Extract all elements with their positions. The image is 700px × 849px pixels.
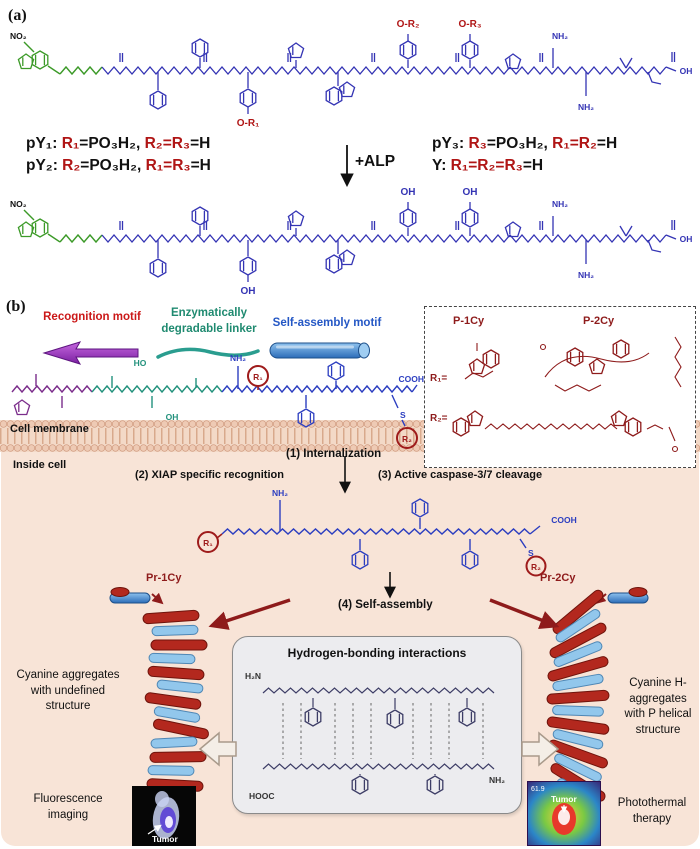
or3-label: O-R₃ (459, 19, 482, 30)
fluorescence-mouse-image: Tumor (132, 786, 196, 846)
panel-b-label: (b) (6, 298, 26, 315)
cleaved-peptide-structure: NH₂ COOH S R₁ R₂ (197, 488, 577, 577)
cooh-label: COOH (399, 374, 425, 384)
assembly-segment (221, 361, 418, 428)
no2-label: NO₂ (10, 31, 27, 41)
oh-end-label: OH (680, 234, 693, 244)
cooh-label: COOH (551, 515, 577, 525)
step1-internalization-label: (1) Internalization (286, 448, 382, 460)
r2-circle (525, 555, 547, 577)
nh2-bottom-label: NH₂ (578, 102, 594, 112)
temperature-reading: 61.9 (531, 786, 545, 793)
recognition-motif-icon (42, 341, 139, 365)
tumor-label-thermal: Tumor (551, 794, 578, 804)
r2-label: R₂ (402, 434, 412, 444)
self-assembly-motif-icon (269, 342, 370, 359)
legend-recognition-label: Recognition motif (43, 311, 141, 323)
variant-y: Y: R₁=R₂=R₃=H (432, 157, 544, 175)
variant-definitions-right: pY₃: R₃=PO₃H₂, R₁=R₂=H Y: R₁=R₂=R₃=H (432, 133, 617, 178)
legend-assembly-label: Self-assembly motif (272, 317, 382, 329)
hydrogen-bonds (282, 703, 484, 759)
panel-a-label: (a) (8, 7, 27, 24)
pr2cy-icon (594, 587, 649, 605)
left-aggregate-stack (142, 609, 209, 792)
probe-peptide-structure: HO OH NH₂ COOH S R₁ R₂ (11, 353, 425, 449)
hbond-structures: H₂N HOOC NH₂ (245, 671, 505, 801)
structure-dephosphorylated: NO₂ OH OH OH NH₂ NH₂ OH (10, 187, 693, 297)
cyanine-structures (452, 336, 682, 453)
inside-cell-label: Inside cell (13, 459, 67, 471)
h2n-label: H₂N (245, 671, 261, 681)
nh2-top-label: NH₂ (552, 199, 568, 209)
linker-segment (91, 376, 223, 408)
nbd-group (17, 209, 103, 244)
nh2-label: NH₂ (272, 488, 288, 498)
no2-label: NO₂ (10, 199, 27, 209)
hooc-label: HOOC (249, 791, 275, 801)
p2cy-label: P-2Cy (583, 315, 615, 327)
pr1cy-label: Pr-1Cy (146, 572, 182, 584)
oh-label: OH (166, 412, 179, 422)
thermal-image: 61.9 Tumor (527, 781, 601, 846)
legend-linker-label: Enzymatically degradable linker (161, 307, 257, 335)
fluorescence-caption: Fluorescence imaging (33, 793, 103, 821)
structure-phosphopeptide: NO₂ O-R₁ O-R₂ O-R₃ NH₂ NH₂ OH (10, 19, 693, 129)
nbd-group (17, 41, 103, 76)
dye-structures: P-1Cy P-2Cy R₁= R₂= (430, 315, 682, 453)
r1-label: R₁ (253, 372, 263, 382)
pr1cy-icon (109, 587, 164, 605)
s-label: S (400, 410, 406, 420)
oh1-label: OH (241, 286, 256, 297)
hydrogen-bonding-box: Hydrogen-bonding interactions H₂N HOOC N… (232, 636, 522, 814)
r1-equals-label: R₁= (430, 373, 447, 384)
dye-inset-box: P-1Cy P-2Cy R₁= R₂= (424, 306, 696, 468)
nh2-label: NH₂ (489, 775, 505, 785)
left-aggregate-caption: Cyanine aggregates with undefined struct… (16, 669, 120, 713)
s-label: S (528, 548, 534, 558)
nh2-label: NH₂ (230, 353, 246, 363)
p1cy-label: P-1Cy (453, 315, 485, 327)
peptide-backbone (101, 34, 677, 114)
step2-recognition-label: (2) XIAP specific recognition (135, 469, 284, 481)
variant-py1: pY₁: R₁=PO₃H₂, R₂=R₃=H (26, 135, 211, 152)
nh2-top-label: NH₂ (552, 31, 568, 41)
r1-circle (197, 531, 219, 553)
cell-membrane-label: Cell membrane (10, 423, 89, 435)
variant-py2: pY₂: R₂=PO₃H₂, R₁=R₃=H (26, 157, 211, 175)
oh3-label: OH (463, 187, 478, 198)
degradable-linker-icon (156, 347, 260, 359)
variant-py3: pY₃: R₃=PO₃H₂, R₁=R₂=H (432, 135, 618, 152)
r2-circle (396, 427, 418, 449)
step3-cleavage-label: (3) Active caspase-3/7 cleavage (378, 469, 543, 481)
r2-equals-label: R₂= (430, 413, 448, 424)
or1-label: O-R₁ (237, 118, 259, 129)
right-aggregate-caption: Cyanine H-aggregates with P helical stru… (624, 677, 692, 736)
r1-label: R₁ (203, 538, 213, 548)
oh2-label: OH (401, 187, 416, 198)
alp-label: +ALP (355, 153, 396, 170)
peptide-backbone (101, 202, 677, 282)
photothermal-caption: Photothermal therapy (617, 797, 687, 825)
pr2cy-label: Pr-2Cy (540, 572, 576, 584)
recognition-segment (11, 374, 93, 416)
oh-end-label: OH (680, 66, 693, 76)
ho-label: HO (134, 358, 147, 368)
step4-self-assembly-label: (4) Self-assembly (338, 599, 433, 611)
r2-label: R₂ (531, 562, 541, 572)
variant-definitions-left: pY₁: R₁=PO₃H₂, R₂=R₃=H pY₂: R₂=PO₃H₂, R₁… (26, 133, 211, 178)
tumor-label-fluorescence: Tumor (152, 834, 179, 844)
or2-label: O-R₂ (397, 19, 420, 30)
nh2-bottom-label: NH₂ (578, 270, 594, 280)
hbox-title: Hydrogen-bonding interactions (287, 646, 467, 660)
